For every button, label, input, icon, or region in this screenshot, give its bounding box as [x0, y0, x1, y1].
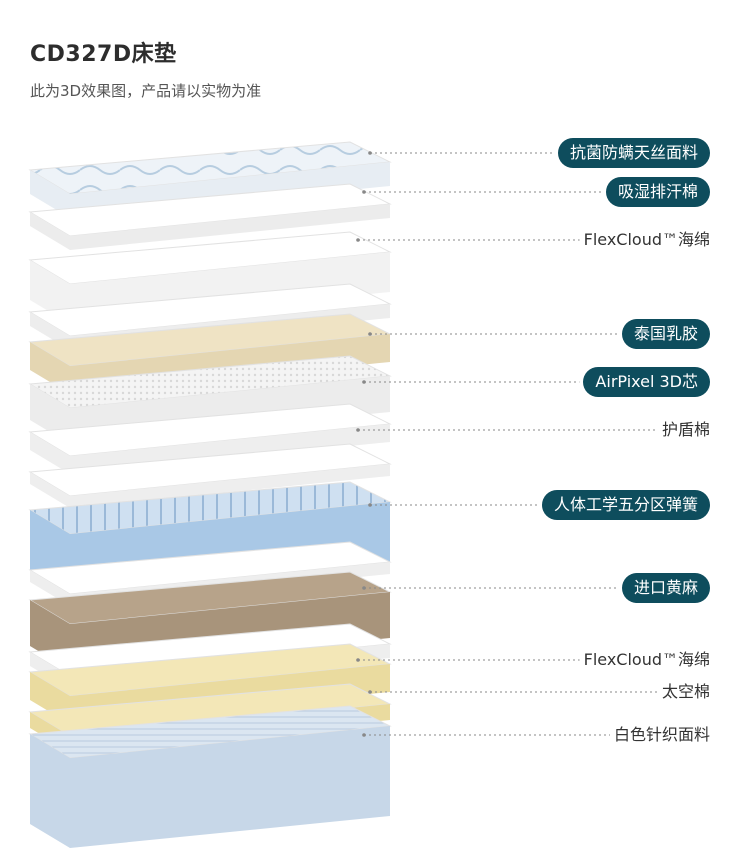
- layer-label-5: AirPixel 3D芯: [583, 367, 710, 397]
- page-subtitle: 此为3D效果图，产品请以实物为准: [30, 82, 262, 100]
- layer-sheet-2-side-front: [70, 464, 390, 508]
- layer-cotton-side-left: [30, 212, 70, 250]
- layer-label-8: 进口黄麻: [621, 573, 710, 603]
- layer-label-4: 泰国乳胶: [621, 319, 710, 349]
- leader-dot-5: [362, 380, 366, 384]
- leader-dot-7: [368, 503, 372, 507]
- layer-label-11: 白色针织面料: [613, 725, 710, 744]
- layer-fabric-side-left: [30, 170, 70, 218]
- layer-shield-side-left: [30, 432, 70, 474]
- leader-dot-4: [368, 332, 372, 336]
- leader-dot-3: [356, 238, 360, 242]
- layer-label-3: FlexCloud™海绵: [583, 230, 710, 249]
- leader-dot-11: [362, 733, 366, 737]
- layer-label-10: 太空棉: [661, 682, 710, 701]
- leader-dot-2: [362, 190, 366, 194]
- layer-cotton-side-front: [70, 204, 390, 250]
- leader-dot-1: [368, 151, 372, 155]
- layer-label-9: FlexCloud™海绵: [583, 650, 710, 669]
- layer-label-1: 抗菌防螨天丝面料: [557, 138, 710, 168]
- layer-knit-side-left: [30, 734, 70, 848]
- leader-dot-9: [356, 658, 360, 662]
- page-title: CD327D床垫: [30, 42, 177, 67]
- layer-label-6: 护盾棉: [661, 420, 710, 439]
- layer-sheet-2-side-left: [30, 472, 70, 508]
- layer-flexcloud-top-side-left: [30, 260, 70, 324]
- layer-label-2: 吸湿排汗棉: [605, 177, 710, 207]
- leader-dot-8: [362, 586, 366, 590]
- leader-dot-6: [356, 428, 360, 432]
- layer-knit-side-front: [70, 726, 390, 848]
- layer-label-7: 人体工学五分区弹簧: [541, 490, 710, 520]
- leader-dot-10: [368, 690, 372, 694]
